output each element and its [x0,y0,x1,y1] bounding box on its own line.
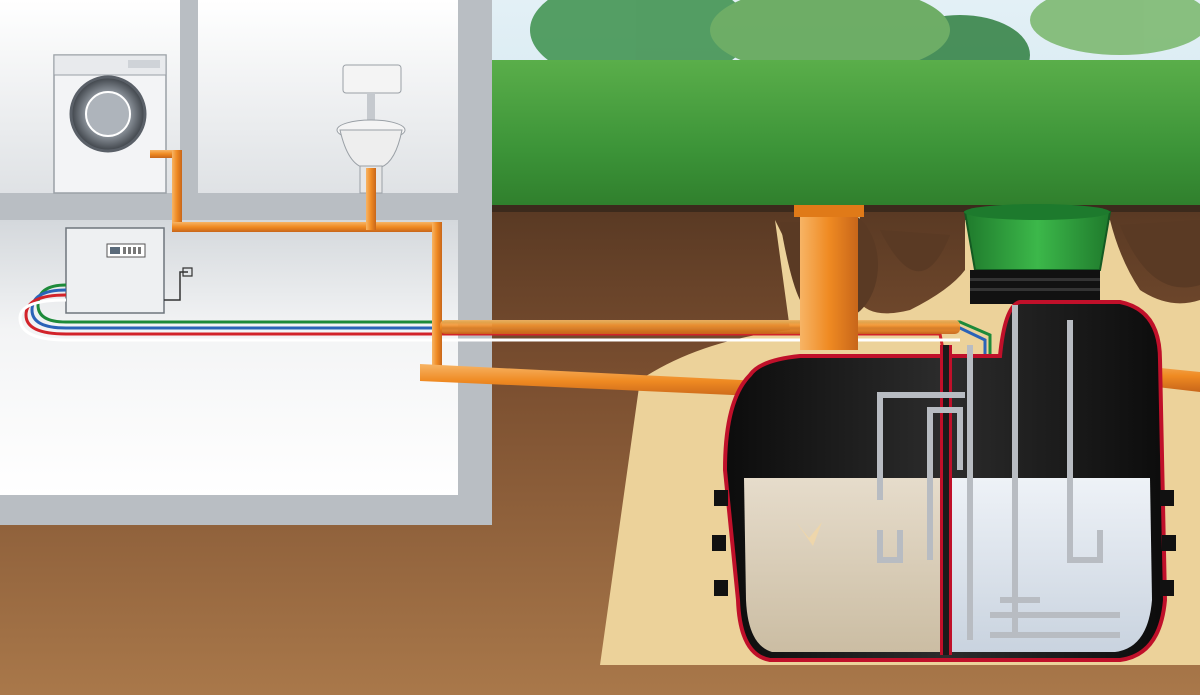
primary-settling-chamber [744,478,940,652]
washing-machine [53,54,167,194]
drainage-pipes [150,150,1200,520]
treatment-chamber [950,478,1152,652]
power-plug-icon [164,267,193,301]
grass [490,60,1200,210]
control-unit [65,227,193,314]
internal-pipes [877,305,1120,640]
control-panel-icon [106,243,146,258]
control-cables [18,283,992,640]
tank-ribs [712,490,1176,596]
bathroom [198,0,458,193]
tank [712,204,1176,662]
access-shaft [963,204,1112,304]
